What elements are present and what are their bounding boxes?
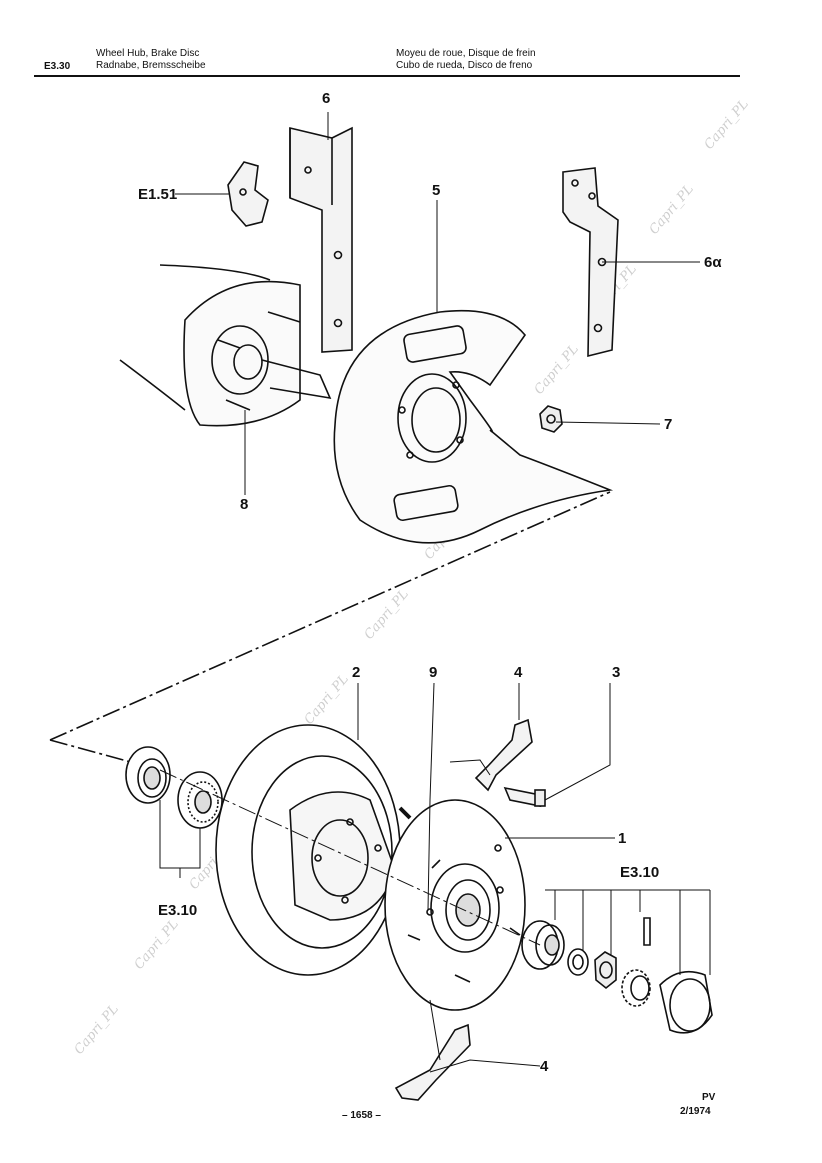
clip-e151: [227, 161, 269, 227]
bracket-6a: [562, 167, 619, 358]
lockplate-4-top: [474, 718, 533, 792]
svg-text:Capri_PL: Capri_PL: [132, 917, 182, 973]
axle-housing: [119, 264, 271, 411]
svg-text:Capri_PL: Capri_PL: [532, 342, 582, 398]
callout-e151: E1.51: [138, 186, 178, 203]
footer-pv: PV: [702, 1092, 716, 1103]
nut-retainer: [621, 969, 651, 1007]
header-rule: [34, 75, 740, 77]
bearing-left: [177, 771, 223, 829]
bolt-3: [503, 786, 546, 808]
hub-1: [384, 799, 526, 1011]
callout-2: 2: [352, 664, 361, 681]
svg-text:Capri_PL: Capri_PL: [702, 97, 752, 153]
svg-text:Capri_PL: Capri_PL: [302, 672, 352, 728]
hub-nut: [594, 951, 617, 990]
stub-axle-flange: [183, 280, 332, 427]
callout-e310-left: E3.10: [158, 902, 198, 919]
svg-text:Capri_PL: Capri_PL: [362, 587, 412, 643]
washer-right: [567, 948, 589, 976]
brake-disc-2: [215, 724, 401, 976]
callout-9: 9: [429, 664, 438, 681]
page-code: E3.30: [44, 61, 71, 72]
callout-1: 1: [618, 830, 627, 847]
callout-7: 7: [664, 416, 673, 433]
centre-line-upper: [49, 491, 611, 741]
page-number: – 1658 –: [342, 1110, 381, 1121]
callout-4-top: 4: [514, 664, 523, 681]
bearing-seal-left: [125, 746, 171, 804]
bearing-right: [521, 920, 565, 970]
svg-text:Capri_PL: Capri_PL: [72, 1002, 122, 1058]
bracket-6: [289, 126, 353, 353]
callout-6: 6: [322, 90, 331, 107]
leader-lines: [159, 112, 711, 1073]
lockplate-4-bottom: [394, 1023, 471, 1101]
splash-shield-5: [333, 309, 614, 544]
title-french: Moyeu de roue, Disque de frein: [396, 48, 536, 59]
callout-8: 8: [240, 496, 249, 513]
title-german: Radnabe, Bremsscheibe: [96, 60, 206, 71]
footer-date: 2/1974: [680, 1106, 711, 1117]
callout-6a: 6α: [704, 254, 722, 271]
centre-line-lower: [159, 769, 541, 946]
grease-cap: [659, 970, 713, 1034]
split-pin: [643, 917, 651, 946]
callout-3: 3: [612, 664, 621, 681]
callout-4-bottom: 4: [540, 1058, 549, 1075]
callout-5: 5: [432, 182, 441, 199]
title-english: Wheel Hub, Brake Disc: [96, 48, 200, 59]
svg-text:Capri_PL: Capri_PL: [647, 182, 697, 238]
nut-7: [539, 405, 563, 433]
title-spanish: Cubo de rueda, Disco de freno: [396, 60, 533, 71]
callout-e310-right: E3.10: [620, 864, 660, 881]
